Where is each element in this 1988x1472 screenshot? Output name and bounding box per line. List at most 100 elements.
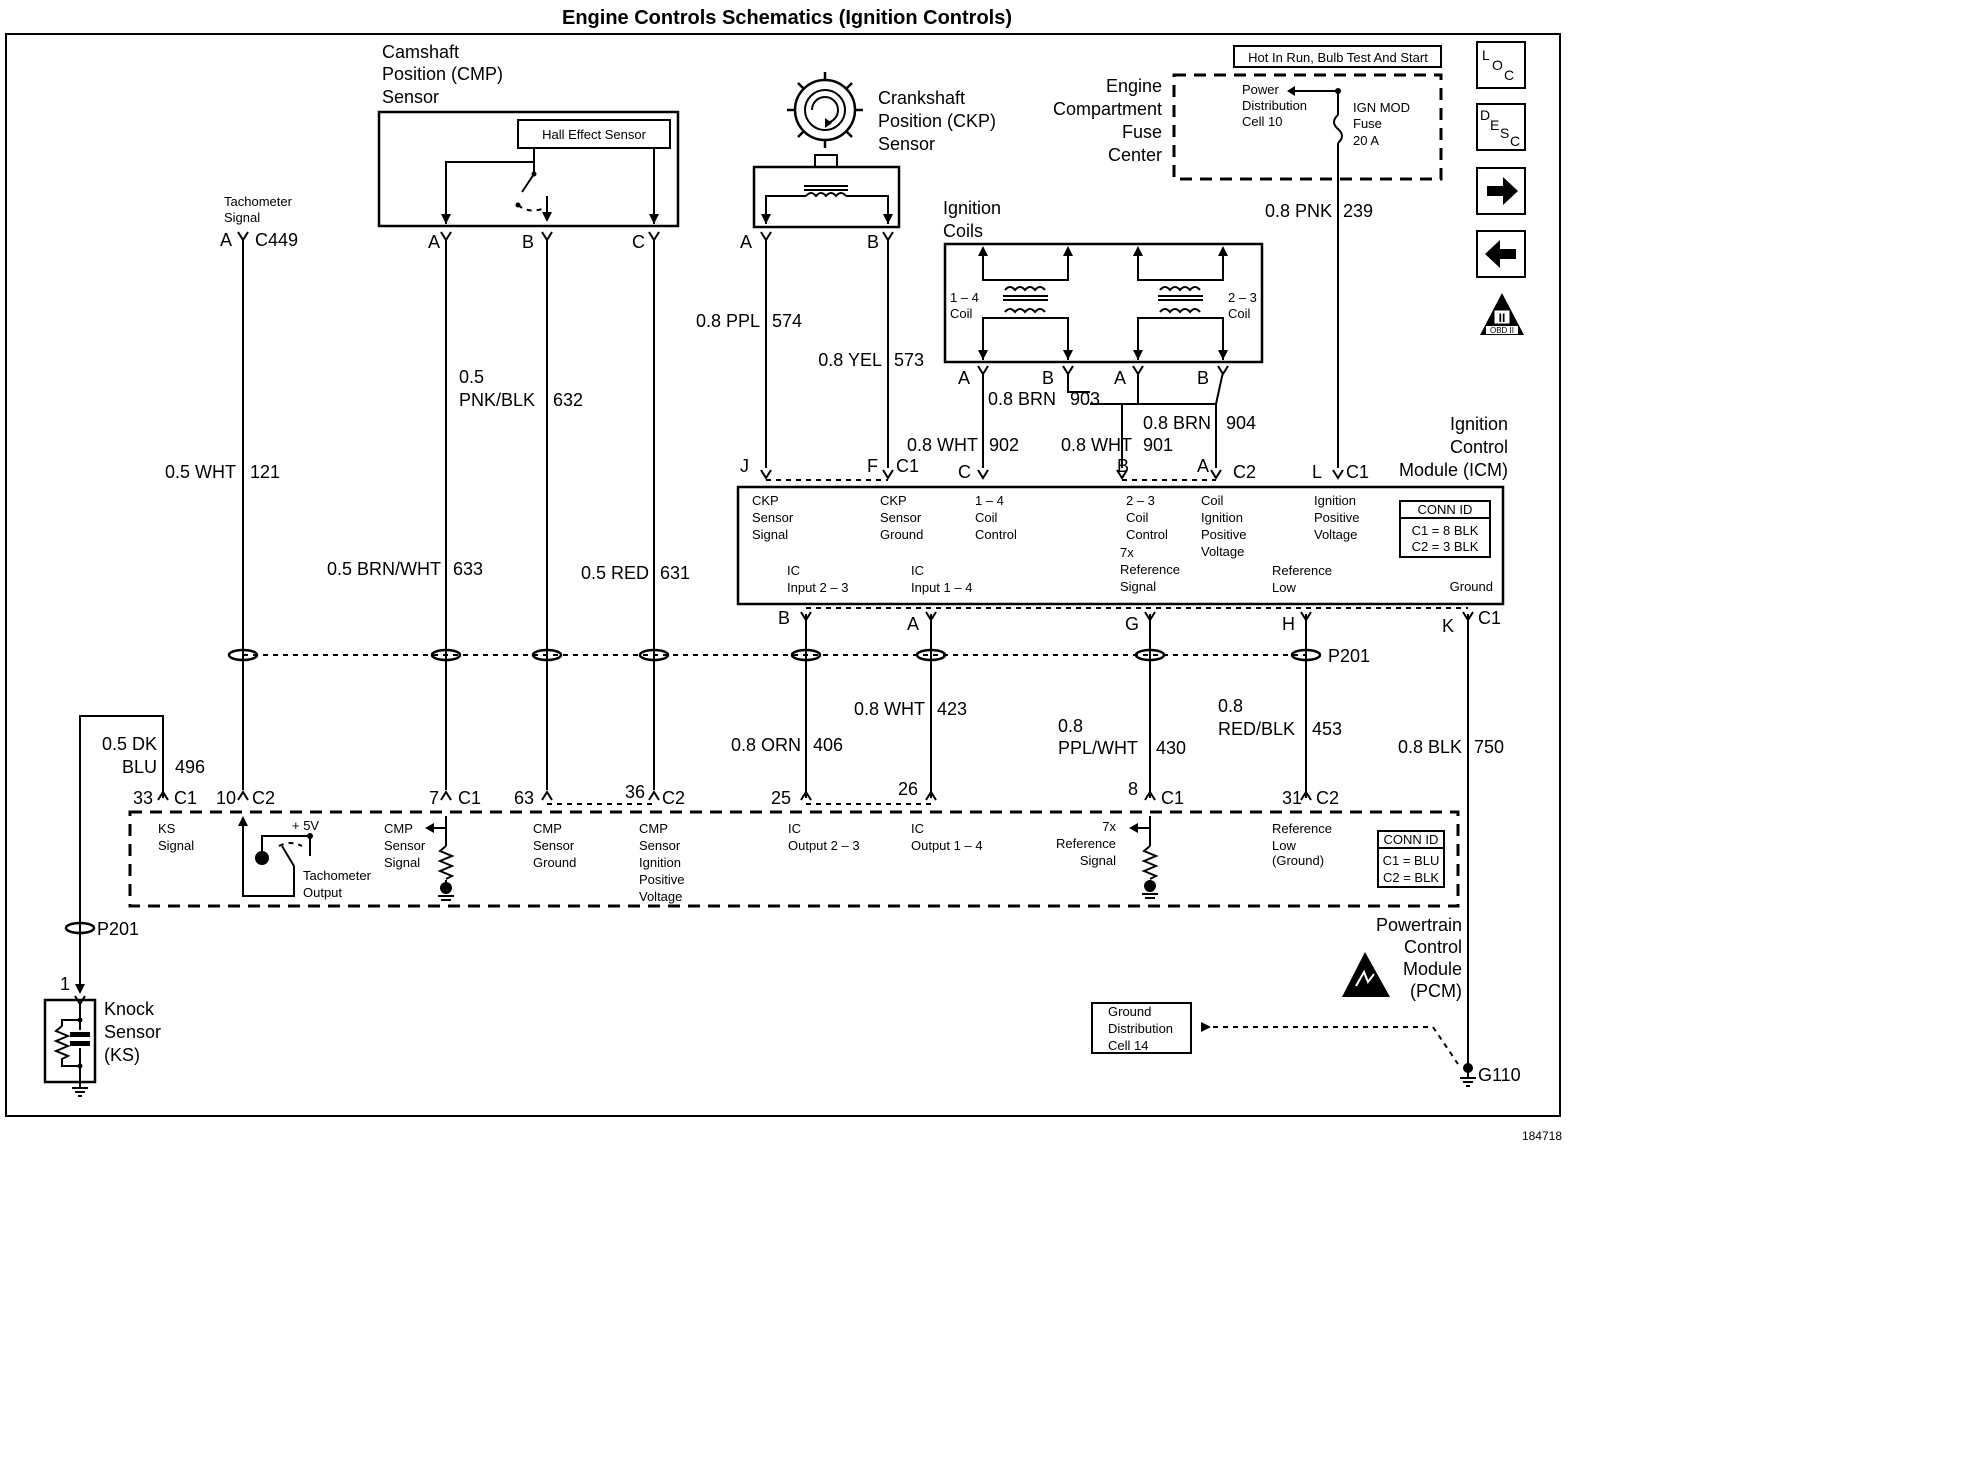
- svg-text:0.8 WHT: 0.8 WHT: [1061, 435, 1132, 455]
- svg-text:A: A: [740, 232, 752, 252]
- svg-text:33: 33: [133, 788, 153, 808]
- svg-text:C2: C2: [1316, 788, 1339, 808]
- svg-text:Coil: Coil: [950, 306, 973, 321]
- ground-g110: G110: [1460, 1063, 1521, 1087]
- svg-text:B: B: [1042, 368, 1054, 388]
- svg-text:Sensor: Sensor: [382, 87, 439, 107]
- knock-sensor: 1 Knock Sensor (KS): [43, 974, 161, 1097]
- svg-text:(KS): (KS): [104, 1045, 140, 1065]
- svg-text:B: B: [522, 232, 534, 252]
- svg-text:20 A: 20 A: [1353, 133, 1379, 148]
- svg-text:36: 36: [625, 782, 645, 802]
- svg-text:A: A: [958, 368, 970, 388]
- svg-text:C2 = 3 BLK: C2 = 3 BLK: [1412, 539, 1479, 554]
- svg-text:423: 423: [937, 699, 967, 719]
- svg-text:Sensor: Sensor: [639, 838, 681, 853]
- svg-text:CKP: CKP: [752, 493, 779, 508]
- svg-text:7x: 7x: [1120, 545, 1134, 560]
- svg-text:2 – 3: 2 – 3: [1126, 493, 1155, 508]
- svg-text:A: A: [220, 230, 232, 250]
- svg-text:0.8 ORN: 0.8 ORN: [731, 735, 801, 755]
- crankshaft-gear-icon: [787, 72, 863, 168]
- svg-text:0.5 BRN/WHT: 0.5 BRN/WHT: [327, 559, 441, 579]
- svg-text:Engine: Engine: [1106, 76, 1162, 96]
- arrow-right-icon: [1487, 177, 1518, 205]
- svg-text:C2: C2: [252, 788, 275, 808]
- wire-labels-top: 0.5 WHT 121 0.5 PNK/BLK 632 0.5 BRN/WHT …: [165, 201, 1373, 583]
- svg-text:P201: P201: [97, 919, 139, 939]
- svg-text:Control: Control: [1404, 937, 1462, 957]
- svg-text:0.5 DK: 0.5 DK: [102, 734, 157, 754]
- svg-text:J: J: [740, 456, 749, 476]
- svg-text:G110: G110: [1478, 1065, 1521, 1085]
- svg-text:0.8: 0.8: [1058, 716, 1083, 736]
- svg-text:Ignition: Ignition: [943, 198, 1001, 218]
- svg-text:0.8 BRN: 0.8 BRN: [988, 389, 1056, 409]
- svg-text:Positive: Positive: [1314, 510, 1360, 525]
- svg-text:+ 5V: + 5V: [292, 818, 319, 833]
- svg-text:Power: Power: [1242, 82, 1280, 97]
- svg-text:PNK/BLK: PNK/BLK: [459, 390, 535, 410]
- svg-text:903: 903: [1070, 389, 1100, 409]
- svg-text:1 – 4: 1 – 4: [950, 290, 979, 305]
- svg-text:7x: 7x: [1102, 819, 1116, 834]
- svg-text:IC: IC: [788, 821, 801, 836]
- svg-text:406: 406: [813, 735, 843, 755]
- svg-text:A: A: [907, 614, 919, 634]
- svg-text:0.5 WHT: 0.5 WHT: [165, 462, 236, 482]
- arrow-left-icon: [1485, 240, 1516, 268]
- svg-text:Ground: Ground: [1108, 1004, 1151, 1019]
- svg-text:Input 2 – 3: Input 2 – 3: [787, 580, 848, 595]
- svg-text:Hall Effect Sensor: Hall Effect Sensor: [542, 127, 646, 142]
- ignition-coils: Ignition Coils 1 – 4 Coil 2 – 3 Coil A B…: [943, 198, 1264, 388]
- svg-text:Sensor: Sensor: [752, 510, 794, 525]
- svg-text:B: B: [867, 232, 879, 252]
- svg-text:C2: C2: [662, 788, 685, 808]
- svg-text:430: 430: [1156, 738, 1186, 758]
- svg-text:CONN ID: CONN ID: [1384, 832, 1439, 847]
- svg-text:Ground: Ground: [1450, 579, 1493, 594]
- svg-text:0.8 WHT: 0.8 WHT: [907, 435, 978, 455]
- svg-text:Coils: Coils: [943, 221, 983, 241]
- svg-text:Knock: Knock: [104, 999, 155, 1019]
- reference-signal-circuit: 7x Reference Signal: [1056, 816, 1159, 899]
- svg-text:K: K: [1442, 616, 1454, 636]
- svg-text:0.8 BLK: 0.8 BLK: [1398, 737, 1462, 757]
- svg-text:Signal: Signal: [224, 210, 260, 225]
- svg-text:C: C: [1504, 67, 1514, 83]
- svg-text:L: L: [1312, 462, 1322, 482]
- svg-text:A: A: [1114, 368, 1126, 388]
- svg-text:C449: C449: [255, 230, 298, 250]
- svg-text:Cell 10: Cell 10: [1242, 114, 1282, 129]
- wire-bundle-top: [237, 143, 1339, 790]
- next-page-button[interactable]: [1476, 167, 1526, 215]
- previous-page-button[interactable]: [1476, 230, 1526, 278]
- tachometer-output-circuit: + 5V Tachometer Output: [238, 816, 372, 900]
- svg-text:C: C: [632, 232, 645, 252]
- svg-text:CMP: CMP: [639, 821, 668, 836]
- svg-text:Ground: Ground: [880, 527, 923, 542]
- desc-button[interactable]: D E S C: [1476, 103, 1526, 151]
- svg-text:C1: C1: [1161, 788, 1184, 808]
- svg-text:7: 7: [429, 788, 439, 808]
- svg-text:CMP: CMP: [384, 821, 413, 836]
- svg-text:C1 = 8 BLK: C1 = 8 BLK: [1412, 523, 1479, 538]
- cmp-sensor: Camshaft Position (CMP) Sensor Hall Effe…: [377, 42, 680, 252]
- svg-text:453: 453: [1312, 719, 1342, 739]
- svg-text:E: E: [1490, 117, 1499, 133]
- esd-warning-icon: [1342, 952, 1390, 997]
- svg-text:C2 = BLK: C2 = BLK: [1383, 870, 1439, 885]
- svg-text:0.8 YEL: 0.8 YEL: [818, 350, 882, 370]
- loc-button[interactable]: L O C: [1476, 41, 1526, 89]
- svg-text:Distribution: Distribution: [1108, 1021, 1173, 1036]
- svg-text:Position (CMP): Position (CMP): [382, 64, 503, 84]
- svg-text:(PCM): (PCM): [1410, 981, 1462, 1001]
- svg-text:Hot In Run, Bulb Test And Star: Hot In Run, Bulb Test And Start: [1248, 50, 1428, 65]
- svg-text:IC: IC: [787, 563, 800, 578]
- svg-text:10: 10: [216, 788, 236, 808]
- tachometer-signal-connector: Tachometer Signal A C449: [220, 194, 298, 250]
- svg-text:Coil: Coil: [1201, 493, 1224, 508]
- svg-text:PPL/WHT: PPL/WHT: [1058, 738, 1138, 758]
- svg-text:2 – 3: 2 – 3: [1228, 290, 1257, 305]
- powertrain-control-module: 33 C1 10 C2 7 C1 63 36 C2 25 26 8 C1 31 …: [128, 779, 1462, 1001]
